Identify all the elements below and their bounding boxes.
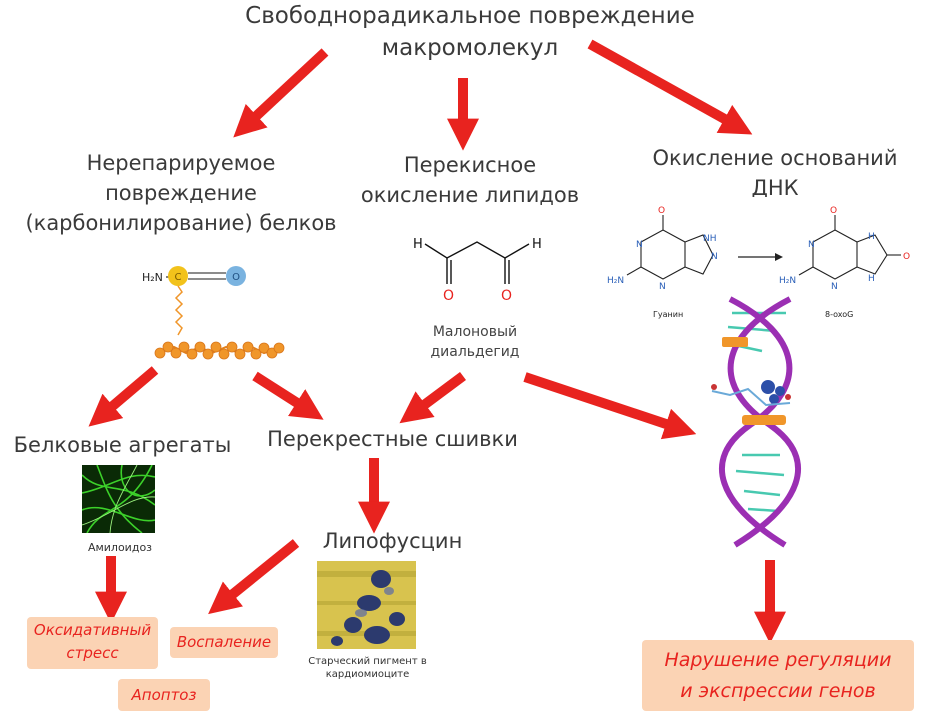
arrow-lipofuscin-to-inflammation: [208, 539, 300, 615]
malondialdehyde-structure: H H O O: [413, 237, 542, 304]
protein-line-3: (карбонилирование) белков: [25, 211, 337, 235]
oxog-h1: H: [868, 232, 875, 242]
guanine-n2: N: [711, 252, 718, 262]
label-protein-damage: Нерепарируемое повреждение (карбонилиров…: [0, 148, 362, 238]
arrow-protein-to-crosslinks: [252, 371, 324, 420]
mda-h-right: H: [532, 237, 542, 252]
outcome-oxidative-stress: Оксидативный стресс: [27, 617, 158, 669]
guanine-structure: [626, 215, 714, 280]
label-dna-oxidation: Окисление оснований ДНК: [610, 143, 940, 203]
oxygen-label: O: [232, 272, 240, 283]
guanine-h2n: H₂N: [607, 276, 624, 286]
caption-age-pigment: Старческий пигмент в кардиомиоците: [300, 655, 435, 681]
caption-age-pigment-line-1: Старческий пигмент в: [308, 656, 427, 667]
oxog-h2n: H₂N: [779, 276, 796, 286]
mda-h-left: H: [413, 237, 423, 252]
carbonylated-protein-illustration: H₂N C O: [142, 266, 285, 360]
guanine-o: O: [658, 206, 665, 216]
caption-age-pigment-line-2: кардиомиоците: [325, 669, 410, 680]
mda-o-left: O: [443, 288, 454, 304]
protein-line-2: повреждение: [105, 181, 257, 205]
regulation-line-2: и экспрессии генов: [680, 680, 876, 702]
lipid-line-1: Перекисное: [403, 153, 537, 177]
oxog-o1: O: [830, 206, 837, 216]
oxidative-line-2: стресс: [66, 644, 119, 662]
dna-adducts: [722, 337, 786, 425]
outcome-inflammation: Воспаление: [170, 627, 278, 658]
arrow-title-to-proteins: [233, 48, 329, 138]
guanine-oxidation-panel: O N NH N N H₂N Гуанин O O N H H N H₂N 8-…: [603, 197, 940, 322]
oxoguanine-structure: [798, 215, 901, 280]
node-lipofuscin: Липофусцин: [322, 529, 463, 553]
dna-line-2: ДНК: [751, 176, 799, 200]
lipofuscin-micrograph: [317, 561, 416, 649]
carbon-atom: [168, 266, 188, 286]
arrow-protein-to-aggregates: [88, 366, 159, 427]
mda-name-line-2: диальдегид: [430, 344, 520, 360]
title-line-2: макромолекул: [381, 35, 559, 61]
arrow-mda-to-dna: [523, 372, 697, 440]
dna-double-helix: [711, 296, 801, 548]
oxog-o2: O: [903, 252, 910, 262]
arrow-title-to-dna: [587, 39, 753, 135]
guanine-n3: N: [659, 282, 666, 292]
amyloid-fibrils-image: [82, 465, 155, 533]
outcome-gene-regulation: Нарушение регуляции и экспрессии генов: [642, 640, 914, 711]
oxog-n2: N: [831, 282, 838, 292]
oxog-h2: H: [868, 274, 875, 284]
oxog-label: 8-oxoG: [825, 310, 853, 319]
mda-name: Малоновый диальдегид: [400, 322, 550, 362]
arrow-mda-to-crosslinks: [399, 371, 466, 424]
carbon-label: C: [175, 272, 182, 283]
node-cross-links: Перекрестные сшивки: [267, 427, 518, 451]
oxog-n1: N: [808, 240, 815, 250]
guanine-nh: NH: [703, 234, 717, 244]
oxidative-line-1: Оксидативный: [33, 621, 152, 639]
guanine-n1: N: [636, 240, 643, 250]
guanine-label: Гуанин: [653, 310, 683, 319]
dna-line-1: Окисление оснований: [652, 146, 898, 170]
label-lipid-peroxidation: Перекисное окисление липидов: [340, 150, 600, 210]
node-protein-aggregates: Белковые агрегаты: [13, 433, 232, 457]
regulation-line-1: Нарушение регуляции: [664, 649, 892, 671]
title-line-1: Свободнорадикальное повреждение: [245, 3, 695, 29]
diagram-title: Свободнорадикальное повреждение макромол…: [180, 0, 760, 64]
outcome-apoptosis: Апоптоз: [118, 679, 210, 711]
lipid-line-2: окисление липидов: [360, 183, 580, 207]
caption-amyloidosis: Амилоидоз: [87, 541, 153, 554]
oxygen-atom: [226, 266, 246, 286]
protein-line-1: Нерепарируемое: [86, 151, 276, 175]
mda-o-right: O: [501, 288, 512, 304]
protein-h2n-label: H₂N: [142, 271, 163, 284]
protein-chain: [154, 341, 285, 360]
mda-name-line-1: Малоновый: [432, 324, 518, 340]
